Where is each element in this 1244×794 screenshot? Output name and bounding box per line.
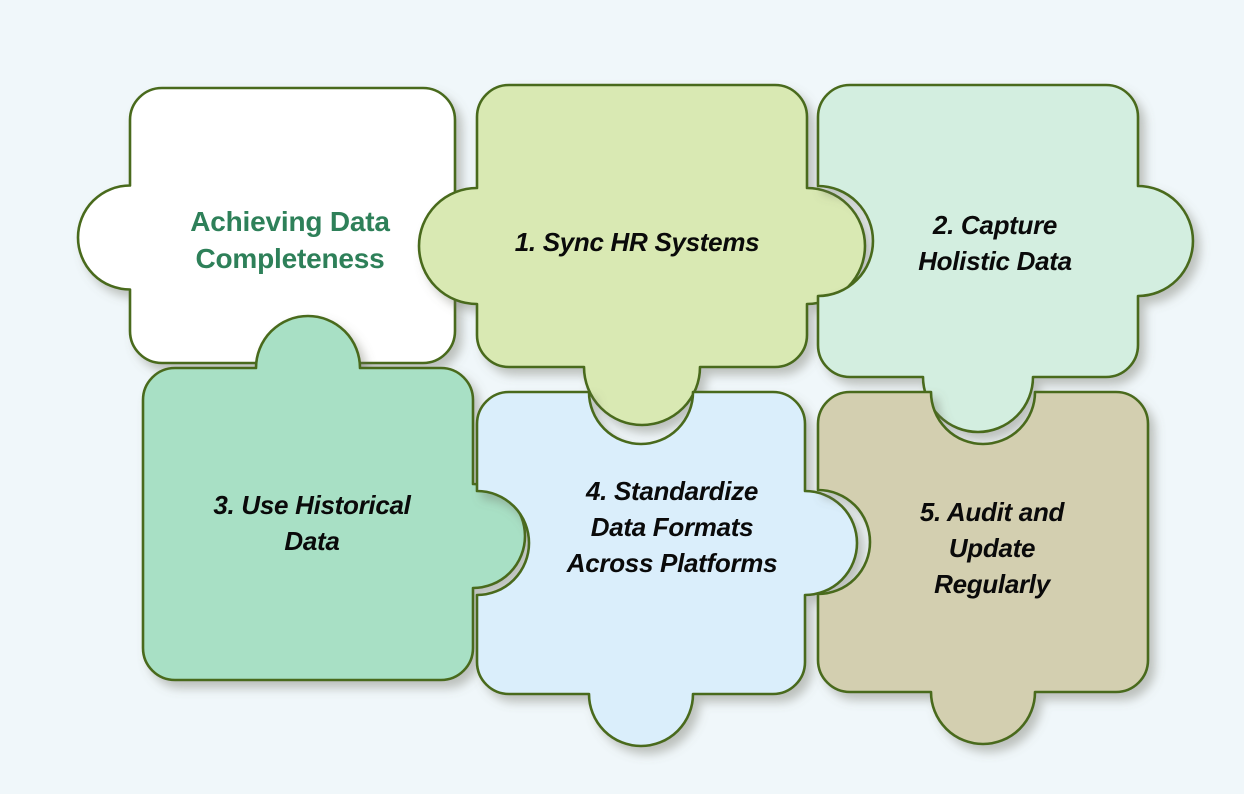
- puzzle-piece-piece-3[interactable]: [141, 314, 527, 682]
- puzzle-piece-piece-2[interactable]: [816, 83, 1195, 434]
- puzzle-piece-piece-5[interactable]: [816, 390, 1150, 746]
- puzzle-piece-piece-title[interactable]: [76, 86, 457, 365]
- puzzle-piece-piece-4[interactable]: [475, 390, 859, 748]
- puzzle-piece-piece-1[interactable]: [417, 83, 867, 427]
